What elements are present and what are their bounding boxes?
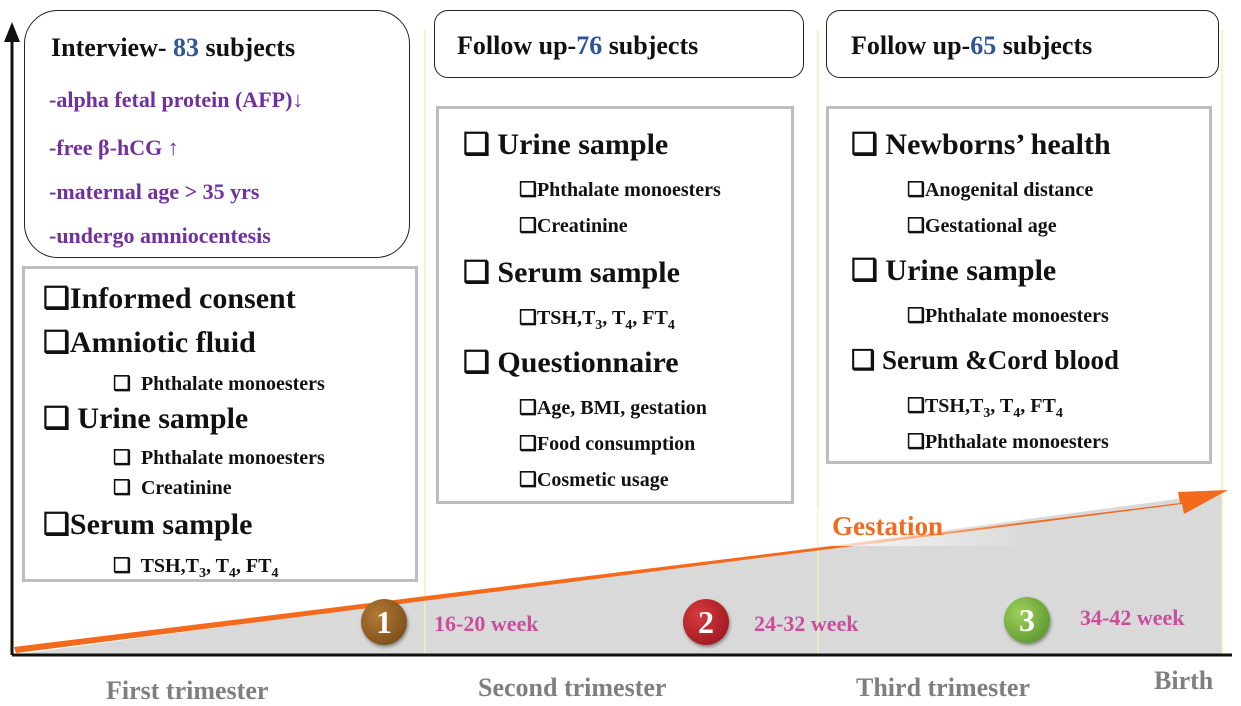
item-amniotic-fluid: Amniotic fluid <box>43 325 256 360</box>
item-informed-consent: Informed consent <box>43 281 296 316</box>
criteria-hcg: -free β-hCG ↑ <box>49 135 179 160</box>
stage-3-circle: 3 <box>1004 597 1050 643</box>
item-urine-sub1: Phthalate monoesters <box>519 177 721 202</box>
gestation-arrow <box>14 490 1228 653</box>
item-serum-sample: Serum sample <box>43 507 253 542</box>
interview-box: Interview- 83 subjects -alpha fetal prot… <box>24 10 410 258</box>
y-axis-arrowhead <box>4 22 20 42</box>
stage-1-circle: 1 <box>361 599 407 645</box>
item-questionnaire: Questionnaire <box>463 345 679 380</box>
item-serum-sub: TSH,T3, T4, FT4 <box>113 553 278 582</box>
header-suffix: subjects <box>602 31 699 60</box>
header-suffix: subjects <box>996 31 1093 60</box>
item-urine-sample: Urine sample <box>463 127 668 162</box>
stage3-samples-box: Newborns’ health Anogenital distance Ges… <box>826 106 1212 464</box>
stage1-samples-box: Informed consent Amniotic fluid Phthalat… <box>22 266 418 582</box>
birth-label: Birth <box>1154 666 1214 695</box>
criteria-afp: -alpha fetal protein (AFP)↓ <box>49 87 304 112</box>
gestation-label-fade <box>818 508 1033 546</box>
item-newborn-sub2: Gestational age <box>907 213 1057 238</box>
second-trimester-label: Second trimester <box>478 673 667 702</box>
item-urine-sample: Urine sample <box>43 401 248 436</box>
item-serum-sub1: TSH,T3, T4, FT4 <box>907 393 1063 422</box>
header-prefix: Follow up- <box>457 31 577 60</box>
followup-65-box: Follow up-65 subjects <box>826 10 1219 78</box>
header-suffix: subjects <box>199 33 296 62</box>
item-urine-sub1: Phthalate monoesters <box>907 303 1109 328</box>
gestation-label: Gestation <box>832 511 943 541</box>
item-quest-sub3: Cosmetic usage <box>519 467 669 492</box>
stage-1-week: 16-20 week <box>434 611 539 636</box>
item-urine-sample: Urine sample <box>851 253 1056 288</box>
subject-count: 65 <box>970 31 997 60</box>
interview-header: Interview- 83 subjects <box>51 33 295 63</box>
followup-76-box: Follow up-76 subjects <box>434 10 804 78</box>
item-serum-sub: TSH,T3, T4, FT4 <box>519 305 675 334</box>
third-trimester-label: Third trimester <box>856 673 1031 702</box>
item-serum-sub2: Phthalate monoesters <box>907 429 1109 454</box>
header-prefix: Follow up- <box>851 31 971 60</box>
item-urine-sub2: Creatinine <box>519 213 628 238</box>
stage-2-week: 24-32 week <box>754 611 859 636</box>
stage-3-week: 34-42 week <box>1080 605 1185 630</box>
subject-count: 76 <box>576 31 603 60</box>
followup-65-header: Follow up-65 subjects <box>851 31 1092 61</box>
first-trimester-label: First trimester <box>106 676 269 705</box>
subject-count: 83 <box>173 33 200 62</box>
item-serum-sample: Serum sample <box>463 255 680 290</box>
item-serum-cord-blood: Serum &Cord blood <box>851 345 1119 376</box>
followup-76-header: Follow up-76 subjects <box>457 31 698 61</box>
criteria-age: -maternal age > 35 yrs <box>49 179 260 204</box>
criteria-amniocentesis: -undergo amniocentesis <box>49 223 271 248</box>
item-quest-sub2: Food consumption <box>519 431 695 456</box>
header-prefix: Interview- <box>51 33 174 62</box>
item-quest-sub1: Age, BMI, gestation <box>519 395 707 420</box>
item-newborns-health: Newborns’ health <box>851 127 1111 162</box>
item-newborn-sub1: Anogenital distance <box>907 177 1093 202</box>
stage-2-circle: 2 <box>683 599 729 645</box>
item-urine-sub1: Phthalate monoesters <box>113 445 325 470</box>
item-urine-sub2: Creatinine <box>113 475 232 500</box>
stage2-samples-box: Urine sample Phthalate monoesters Creati… <box>436 106 794 504</box>
item-amniotic-sub: Phthalate monoesters <box>113 371 325 396</box>
